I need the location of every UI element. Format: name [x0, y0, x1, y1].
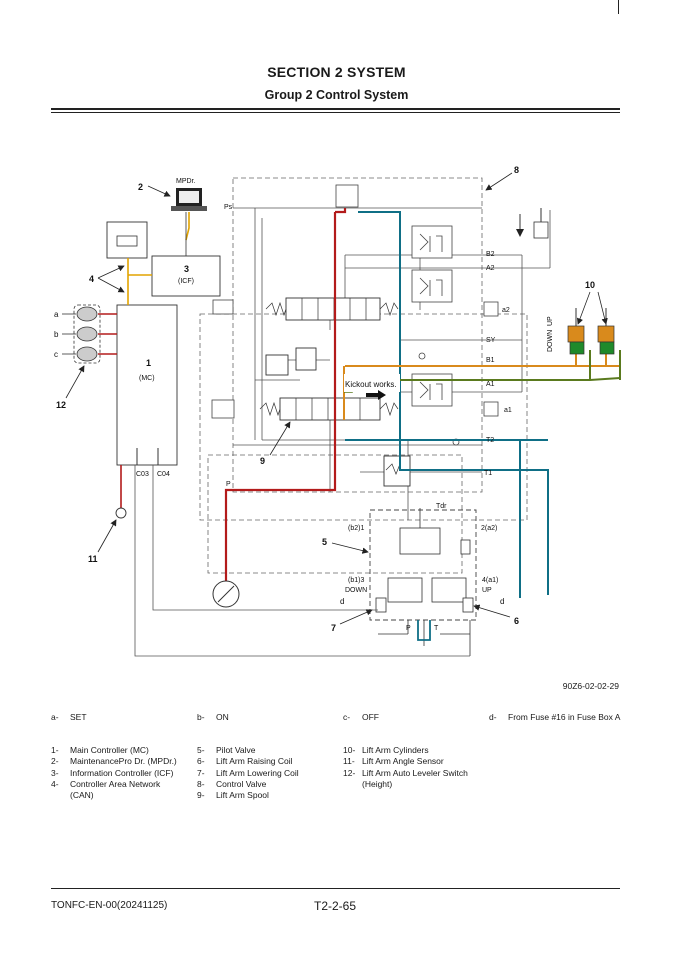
label-b1: B1: [486, 357, 495, 364]
legend-item-num: 2-: [51, 756, 59, 766]
legend-item-num: 4-: [51, 779, 59, 789]
legend-item-text: Lift Arm Cylinders: [362, 745, 429, 755]
header-rule: [51, 108, 620, 110]
label-a1-port: a1: [504, 407, 512, 414]
callout-8: 8: [514, 165, 519, 175]
legend-state-a-text: SET: [70, 712, 87, 722]
information-controller: [151, 255, 221, 297]
label-p: P: [226, 481, 231, 488]
lower-enclosure: [207, 454, 463, 574]
legend-item-text: Lift Arm Raising Coil: [216, 756, 293, 766]
label-down: DOWN: [345, 587, 367, 594]
label-c04: C04: [157, 471, 170, 478]
callout-1: 1: [146, 358, 151, 368]
figure-id: 90Z6-02-02-29: [562, 681, 619, 691]
callout-2: 2: [138, 182, 143, 192]
group-title: Group 2 Control System: [264, 88, 409, 102]
label-ps: Ps: [224, 204, 233, 211]
legend-item-num: 10-: [343, 745, 356, 755]
page-number: T2-2-65: [313, 899, 357, 913]
legend-item-num: 11-: [343, 756, 355, 766]
legend-item-text: Lift Arm Auto Leveler Switch: [362, 768, 468, 778]
legend-item-text: Control Valve: [216, 779, 267, 789]
callout-12: 12: [56, 400, 66, 410]
callout-4: 4: [89, 274, 94, 284]
legend-state-d-key: d-: [489, 712, 497, 722]
legend-item-text: Main Controller (MC): [70, 745, 149, 755]
lift-arm-angle-sensor: [115, 507, 127, 519]
legend-item-text: Controller Area Network: [70, 779, 161, 789]
control-system-diagram: 1 2 3 4 5 6 7 8 9 10 11 12 MPDr. (ICF) (…: [54, 165, 621, 657]
label-tdr: Tdr: [436, 503, 447, 510]
label-d-right: d: [500, 597, 504, 606]
label-mpdr: MPDr.: [176, 178, 196, 185]
legend-item-num: 9-: [197, 790, 205, 800]
label-mc: (MC): [139, 375, 155, 382]
callout-6: 6: [514, 616, 519, 626]
callout-11: 11: [88, 554, 98, 564]
label-2-a2: 2(a2): [481, 525, 497, 532]
label-4-a1: 4(a1): [482, 577, 498, 584]
label-up: UP: [482, 587, 492, 594]
callout-10: 10: [585, 280, 595, 290]
callout-5: 5: [322, 537, 327, 547]
legend-item-text: Lift Arm Spool: [216, 790, 269, 800]
main-controller: [116, 304, 178, 466]
label-t1: T1: [484, 470, 492, 477]
legend-item-num: 12-: [343, 768, 356, 778]
label-c03: C03: [136, 471, 149, 478]
label-b: b: [54, 330, 59, 339]
label-d-left: d: [340, 597, 344, 606]
legend-item-text: Lift Arm Lowering Coil: [216, 768, 299, 778]
callout-9: 9: [260, 456, 265, 466]
legend-state-c-text: OFF: [362, 712, 379, 722]
legend-state-b-text: ON: [216, 712, 229, 722]
page-corner-mark: [618, 0, 619, 14]
legend-state-c-key: c-: [343, 712, 351, 722]
legend-item-text: Information Controller (ICF): [70, 768, 174, 778]
control-valve-enclosure: [232, 177, 483, 493]
callout-3: 3: [184, 264, 189, 274]
legend-item-text: MaintenancePro Dr. (MPDr.): [70, 756, 177, 766]
label-b1-3: (b1)3: [348, 577, 364, 584]
label-a1: A1: [486, 381, 495, 388]
legend-item-text: Pilot Valve: [216, 745, 256, 755]
pilot-valve-enclosure: [369, 509, 477, 621]
section-title: SECTION 2 SYSTEM: [267, 64, 406, 80]
legend-state-b-key: b-: [197, 712, 205, 722]
label-up-vertical: UP: [547, 316, 554, 326]
legend-item-text: Lift Arm Angle Sensor: [362, 756, 444, 766]
label-t2: T2: [486, 437, 494, 444]
legend-item-num: 3-: [51, 768, 59, 778]
label-a: a: [54, 310, 59, 319]
label-b2-1: (b2)1: [348, 525, 364, 532]
monitor: [106, 221, 148, 259]
label-down-vertical: DOWN: [547, 330, 554, 352]
legend-item-text: (Height): [362, 779, 393, 789]
legend-item-text: (CAN): [70, 790, 94, 800]
kickout-label: Kickout works.: [345, 380, 397, 389]
callout-7: 7: [331, 623, 336, 633]
header-rule-thin: [51, 112, 620, 113]
legend-state-d-text: From Fuse #16 in Fuse Box A: [508, 712, 621, 722]
label-icf: (ICF): [178, 278, 194, 285]
legend-item-num: 6-: [197, 756, 205, 766]
label-a2-port: a2: [502, 307, 510, 314]
legend-state-a-key: a-: [51, 712, 59, 722]
label-pilot-t: T: [434, 625, 439, 632]
legend-item-num: 1-: [51, 745, 59, 755]
label-a2: A2: [486, 265, 495, 272]
label-b2: B2: [486, 251, 495, 258]
label-pilot-p: P: [406, 625, 411, 632]
document-code: TONFC-EN-00(20241125): [51, 900, 168, 911]
legend-item-num: 5-: [197, 745, 205, 755]
label-sy: SY: [486, 337, 496, 344]
footer-rule: [51, 888, 620, 889]
legend-item-num: 8-: [197, 779, 205, 789]
label-c: c: [54, 350, 58, 359]
legend-item-num: 7-: [197, 768, 205, 778]
auto-leveler-switch: [73, 304, 101, 364]
lift-arm-cylinders: [567, 308, 615, 355]
